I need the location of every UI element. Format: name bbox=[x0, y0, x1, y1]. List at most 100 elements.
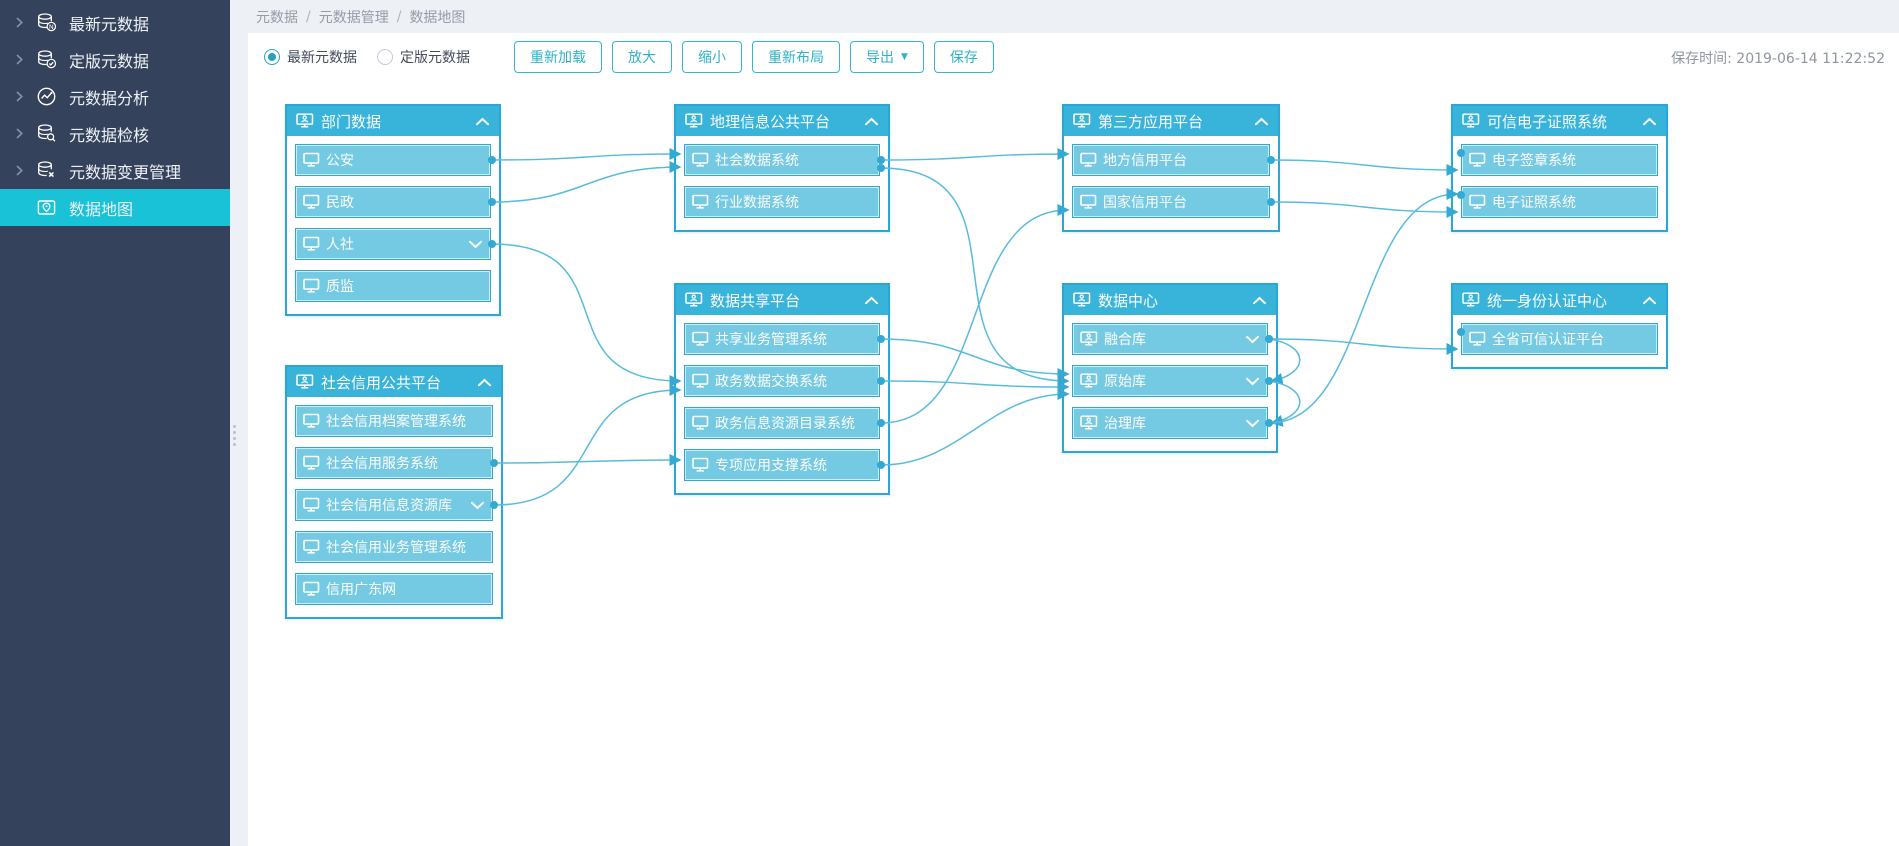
group-g8[interactable]: 统一身份认证中心 全省可信认证平台 bbox=[1451, 283, 1668, 369]
node-n_zwml[interactable]: 政务信息资源目录系统 bbox=[684, 407, 880, 439]
node-n_dfxy[interactable]: 地方信用平台 bbox=[1072, 144, 1270, 176]
node-n_zlk[interactable]: 治理库 bbox=[1072, 407, 1268, 439]
node-n_minzheng[interactable]: 民政 bbox=[295, 186, 491, 218]
group-header[interactable]: 可信电子证照系统 bbox=[1453, 106, 1666, 136]
collapse-chevron-up-icon[interactable] bbox=[1642, 117, 1657, 126]
node-label: 信用广东网 bbox=[326, 582, 396, 598]
group-title: 可信电子证照系统 bbox=[1487, 112, 1608, 131]
node-n_renshe[interactable]: 人社 bbox=[295, 228, 491, 260]
group-header[interactable]: 数据中心 bbox=[1064, 285, 1276, 315]
group-header[interactable]: 部门数据 bbox=[287, 106, 499, 136]
node-n_gongan[interactable]: 公安 bbox=[295, 144, 491, 176]
node-n_sxzy[interactable]: 社会信用信息资源库 bbox=[295, 489, 493, 521]
expand-chevron-down-icon[interactable] bbox=[1245, 377, 1260, 386]
sidebar-item-2[interactable]: 定版元数据 bbox=[0, 41, 230, 78]
node-label: 政务信息资源目录系统 bbox=[715, 416, 855, 432]
node-n_shsj[interactable]: 社会数据系统 bbox=[684, 144, 880, 176]
group-title: 部门数据 bbox=[321, 112, 382, 131]
toolbar-button[interactable]: 导出▼ bbox=[850, 41, 924, 73]
button-label: 缩小 bbox=[698, 50, 726, 66]
sidebar-collapse-handle[interactable] bbox=[230, 416, 239, 454]
radio-option[interactable]: 定版元数据 bbox=[377, 47, 470, 67]
sidebar-item-4[interactable]: 元数据检核 bbox=[0, 115, 230, 152]
group-header[interactable]: 数据共享平台 bbox=[676, 285, 888, 315]
node-label: 融合库 bbox=[1104, 332, 1146, 348]
node-label: 全省可信认证平台 bbox=[1492, 332, 1604, 348]
toolbar-button[interactable]: 重新布局 bbox=[752, 41, 840, 73]
group-header[interactable]: 社会信用公共平台 bbox=[287, 367, 501, 397]
sidebar-item-6[interactable]: 数据地图 bbox=[0, 189, 230, 226]
chevron-right-icon bbox=[15, 127, 33, 140]
group-g3[interactable]: 地理信息公共平台 社会数据系统行业数据系统 bbox=[674, 104, 890, 232]
toolbar-button[interactable]: 缩小 bbox=[682, 41, 742, 73]
expand-chevron-down-icon[interactable] bbox=[468, 240, 483, 249]
sidebar-item-3[interactable]: 元数据分析 bbox=[0, 78, 230, 115]
collapse-chevron-up-icon[interactable] bbox=[475, 117, 490, 126]
node-n_zxzc[interactable]: 专项应用支撑系统 bbox=[684, 449, 880, 481]
node-n_qskx[interactable]: 全省可信认证平台 bbox=[1461, 323, 1658, 355]
group-g7[interactable]: 可信电子证照系统 电子签章系统电子证照系统 bbox=[1451, 104, 1668, 232]
system-icon bbox=[692, 194, 709, 210]
radio-icon[interactable] bbox=[264, 49, 280, 65]
group-title: 数据中心 bbox=[1098, 291, 1159, 310]
sidebar-item-5[interactable]: 元数据变更管理 bbox=[0, 152, 230, 189]
group-g6[interactable]: 数据中心 融合库原始库治理库 bbox=[1062, 283, 1278, 453]
radio-icon[interactable] bbox=[377, 49, 393, 65]
collapse-chevron-up-icon[interactable] bbox=[1254, 117, 1269, 126]
system-icon bbox=[303, 497, 320, 513]
collapse-chevron-up-icon[interactable] bbox=[864, 117, 879, 126]
radio-selected[interactable]: 最新元数据 bbox=[264, 47, 357, 67]
node-n_sxfw[interactable]: 社会信用服务系统 bbox=[295, 447, 493, 479]
expand-chevron-down-icon[interactable] bbox=[470, 501, 485, 510]
group-g2[interactable]: 社会信用公共平台 社会信用档案管理系统社会信用服务系统社会信用信息资源库社会信用… bbox=[285, 365, 503, 619]
node-n_gjxy[interactable]: 国家信用平台 bbox=[1072, 186, 1270, 218]
system-icon bbox=[303, 278, 320, 294]
node-n_ysk[interactable]: 原始库 bbox=[1072, 365, 1268, 397]
node-n_zwjh[interactable]: 政务数据交换系统 bbox=[684, 365, 880, 397]
system-icon bbox=[692, 152, 709, 168]
node-n_zhijian[interactable]: 质监 bbox=[295, 270, 491, 302]
breadcrumb-separator: / bbox=[396, 8, 402, 25]
breadcrumb-item[interactable]: 元数据 bbox=[256, 9, 298, 26]
platform-icon bbox=[296, 113, 314, 129]
node-n_gxyw[interactable]: 共享业务管理系统 bbox=[684, 323, 880, 355]
toolbar-button[interactable]: 重新加载 bbox=[514, 41, 602, 73]
expand-chevron-down-icon[interactable] bbox=[1245, 419, 1260, 428]
group-header[interactable]: 第三方应用平台 bbox=[1064, 106, 1278, 136]
platform-icon bbox=[685, 292, 703, 308]
node-label: 质监 bbox=[326, 279, 354, 295]
system-icon bbox=[1469, 194, 1486, 210]
platform-icon bbox=[296, 374, 314, 390]
chevron-right-icon bbox=[15, 53, 33, 66]
expand-chevron-down-icon[interactable] bbox=[1245, 335, 1260, 344]
node-n_dzzz[interactable]: 电子证照系统 bbox=[1461, 186, 1658, 218]
node-n_dzqz[interactable]: 电子签章系统 bbox=[1461, 144, 1658, 176]
group-g1[interactable]: 部门数据 公安民政人社质监 bbox=[285, 104, 501, 316]
group-header[interactable]: 地理信息公共平台 bbox=[676, 106, 888, 136]
system-icon bbox=[303, 152, 320, 168]
group-header[interactable]: 统一身份认证中心 bbox=[1453, 285, 1666, 315]
node-n_rhk[interactable]: 融合库 bbox=[1072, 323, 1268, 355]
node-n_xygd[interactable]: 信用广东网 bbox=[295, 573, 493, 605]
sidebar-item-label: 元数据检核 bbox=[69, 125, 150, 145]
sidebar-item-label: 数据地图 bbox=[69, 199, 134, 219]
chevron-right-icon bbox=[15, 90, 33, 103]
collapse-chevron-up-icon[interactable] bbox=[477, 378, 492, 387]
sidebar-item-label: 元数据分析 bbox=[69, 88, 150, 108]
group-g4[interactable]: 数据共享平台 共享业务管理系统政务数据交换系统政务信息资源目录系统专项应用支撑系… bbox=[674, 283, 890, 495]
breadcrumb-item[interactable]: 元数据管理 bbox=[318, 9, 389, 26]
sidebar-item-label: 最新元数据 bbox=[69, 14, 150, 34]
platform-icon bbox=[1080, 415, 1098, 431]
node-n_hysj[interactable]: 行业数据系统 bbox=[684, 186, 880, 218]
toolbar-button[interactable]: 保存 bbox=[933, 41, 994, 73]
collapse-chevron-up-icon[interactable] bbox=[864, 296, 879, 305]
toolbar-button[interactable]: 放大 bbox=[612, 41, 672, 73]
collapse-chevron-up-icon[interactable] bbox=[1642, 296, 1657, 305]
node-n_sxda[interactable]: 社会信用档案管理系统 bbox=[295, 405, 493, 437]
group-title: 第三方应用平台 bbox=[1098, 112, 1204, 131]
group-g5[interactable]: 第三方应用平台 地方信用平台国家信用平台 bbox=[1062, 104, 1280, 232]
node-n_sxyw[interactable]: 社会信用业务管理系统 bbox=[295, 531, 493, 563]
collapse-chevron-up-icon[interactable] bbox=[1252, 296, 1267, 305]
